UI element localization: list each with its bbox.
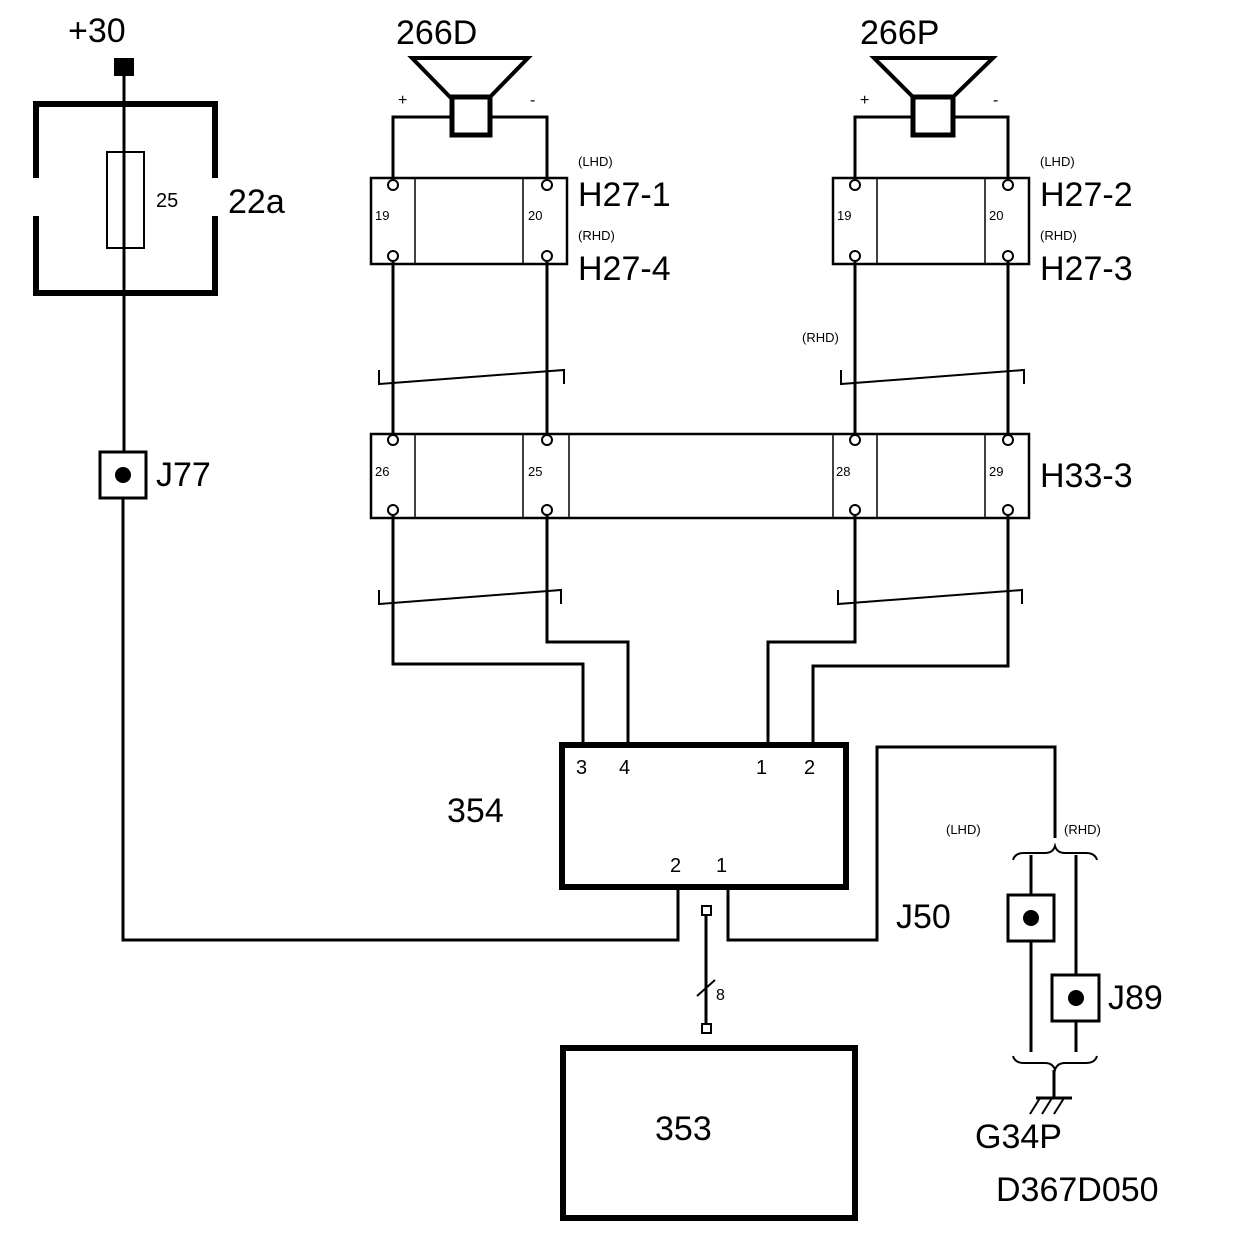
rhd-label-wire: (RHD) [802,330,839,345]
speaker-right-magnet [910,94,956,138]
connector-h27-1-label: H27-1 [578,176,671,214]
splice-j89-label: J89 [1108,979,1163,1017]
wire-amp-to-j50 [726,745,1057,942]
wire-266d-plus [391,115,452,180]
fuse-value: 25 [156,190,178,212]
splice-j77-dot [115,467,131,483]
speaker-right-minus: - [993,92,998,109]
connector-h33-3-label: H33-3 [1040,457,1133,495]
pin-29: 29 [989,464,1003,479]
ground-symbol [1029,1096,1072,1115]
speaker-right-cone [869,56,998,99]
pin-28: 28 [836,464,850,479]
connector-h27-3-label: H27-3 [1040,250,1133,288]
bus-slash [696,979,716,997]
connector-h27-right [831,176,1031,266]
diagram-id: D367D050 [996,1171,1159,1209]
bus-terminal-bottom [701,1023,712,1034]
speaker-left-magnet [449,94,493,138]
lhd-label-ground: (LHD) [946,822,981,837]
wire-to-amp-pin-2 [811,516,1010,745]
twisted-pair-mark-right-lower [837,588,1023,606]
pin-25: 25 [528,464,542,479]
speaker-left-label: 266D [396,14,477,52]
rhd-label-h27-3: (RHD) [1040,228,1077,243]
twisted-pair-mark-left-lower [378,588,562,606]
pin-19-left: 19 [375,208,389,223]
pin-20-right: 20 [989,208,1003,223]
brace-bottom [1012,1055,1098,1074]
bus-terminal-top [701,905,712,916]
bus-count-label: 8 [716,987,725,1004]
amp-pin-2-bottom: 2 [670,855,681,877]
twisted-pair-mark-right-upper [840,368,1025,386]
unit-353-label: 353 [655,1110,712,1148]
connector-h27-4-label: H27-4 [578,250,671,288]
amp-pin-3: 3 [576,757,587,779]
connector-h33-3 [369,432,1031,520]
speaker-left-minus: - [530,92,535,109]
ground-label: G34P [975,1118,1062,1156]
lhd-label-h27-1: (LHD) [578,154,613,169]
splice-j50-label: J50 [896,898,951,936]
wire-to-amp-pin-1 [766,516,857,745]
rhd-label-h27-4: (RHD) [578,228,615,243]
speaker-right-label: 266P [860,14,939,52]
fuse-block-label: 22a [228,183,285,221]
wire-266d-minus [490,115,549,180]
wire-266p-minus [953,115,1010,180]
speaker-right-plus: + [860,92,869,109]
splice-lhd-dot [1023,910,1039,926]
wire-to-amp-pin-4 [545,516,630,745]
speaker-left-plus: + [398,92,407,109]
amp-pin-1-top: 1 [756,757,767,779]
rhd-label-ground: (RHD) [1064,822,1101,837]
speaker-left-cone [407,56,533,99]
splice-j89-dot [1068,990,1084,1006]
supply-terminal [114,58,134,76]
amp-pin-2-top: 2 [804,757,815,779]
amplifier-354-label: 354 [447,792,504,830]
pin-19-right: 19 [837,208,851,223]
twisted-pair-mark-left-upper [378,368,565,386]
connector-h27-left [369,176,569,266]
lhd-label-h27-2: (LHD) [1040,154,1075,169]
pin-26: 26 [375,464,389,479]
supply-label: +30 [68,12,126,50]
amp-pin-1-bottom: 1 [716,855,727,877]
brace-top [1012,842,1098,861]
pin-20-left: 20 [528,208,542,223]
connector-h27-2-label: H27-2 [1040,176,1133,214]
wire-to-amp-pin-3 [391,516,585,745]
splice-j77-label: J77 [156,456,211,494]
amp-pin-4: 4 [619,757,630,779]
wire-266p-plus [853,115,913,180]
unit-353-box [560,1045,858,1221]
amplifier-354-box [559,742,849,890]
wire-j77-to-amp [121,498,680,942]
